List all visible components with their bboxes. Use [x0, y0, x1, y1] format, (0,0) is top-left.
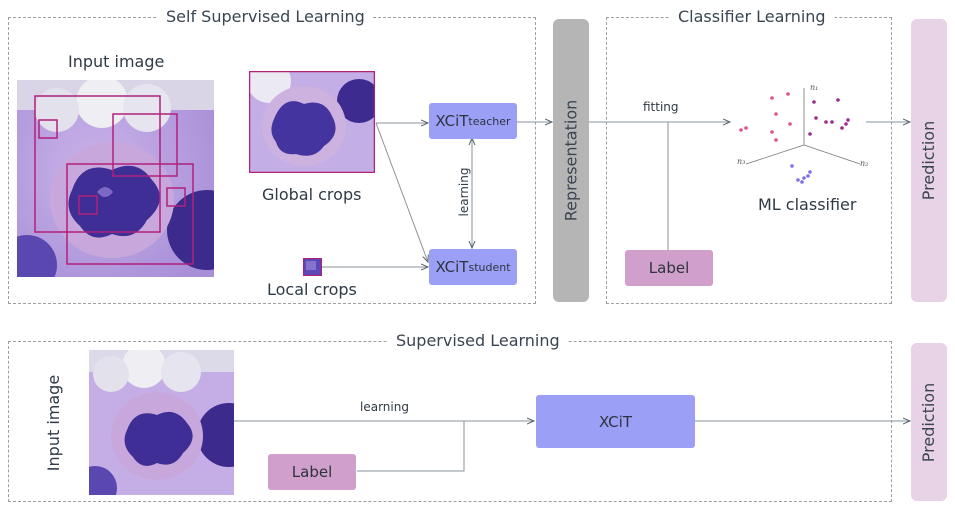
- ssl-input-image-label: Input image: [68, 52, 165, 71]
- axis-n3-label: n₃: [737, 157, 745, 166]
- ssl-learning-label-wrap: learning: [453, 162, 471, 222]
- ssl-title: Self Supervised Learning: [158, 7, 373, 26]
- supervised-xcit-box: XCiT: [536, 395, 695, 448]
- global-crops-label: Global crops: [262, 185, 362, 204]
- xcit-student-sub: student: [468, 260, 511, 274]
- supervised-input-image: [89, 350, 234, 495]
- supervised-learning-label: learning: [360, 400, 409, 414]
- pink-points: [739, 92, 792, 142]
- local-crop-image: [303, 258, 322, 276]
- axis-n2-label: n₂: [860, 159, 868, 168]
- fitting-label: fitting: [643, 100, 679, 114]
- supervised-title: Supervised Learning: [388, 331, 568, 350]
- prediction-label-top: Prediction: [919, 120, 939, 201]
- prediction-bar-bottom: Prediction: [911, 343, 947, 501]
- representation-label: Representation: [561, 99, 581, 222]
- ssl-input-image: [17, 80, 214, 277]
- supervised-input-image-label: Input image: [44, 374, 63, 472]
- blue-points: [790, 164, 812, 184]
- classifier-label-box: Label: [625, 250, 713, 286]
- supervised-label-box: Label: [268, 454, 356, 490]
- ml-classifier-label: ML classifier: [758, 195, 857, 214]
- classifier-title: Classifier Learning: [670, 7, 834, 26]
- prediction-label-bottom: Prediction: [919, 382, 939, 462]
- xcit-teacher-base: XCiT: [435, 112, 469, 130]
- xcit-student-base: XCiT: [435, 258, 469, 276]
- prediction-bar-top: Prediction: [911, 19, 947, 302]
- global-crop-image: [249, 71, 375, 173]
- purple-points: [808, 98, 850, 136]
- ml-classifier-plot: n₁ n₂ n₃: [737, 83, 868, 184]
- ssl-learning-label: learning: [457, 167, 471, 217]
- xcit-teacher-sub: teacher: [468, 114, 511, 128]
- local-crops-label: Local crops: [267, 280, 357, 299]
- representation-bar: Representation: [553, 19, 589, 302]
- axis-n1-label: n₁: [810, 83, 818, 92]
- supervised-input-image-label-wrap: Input image: [44, 373, 64, 473]
